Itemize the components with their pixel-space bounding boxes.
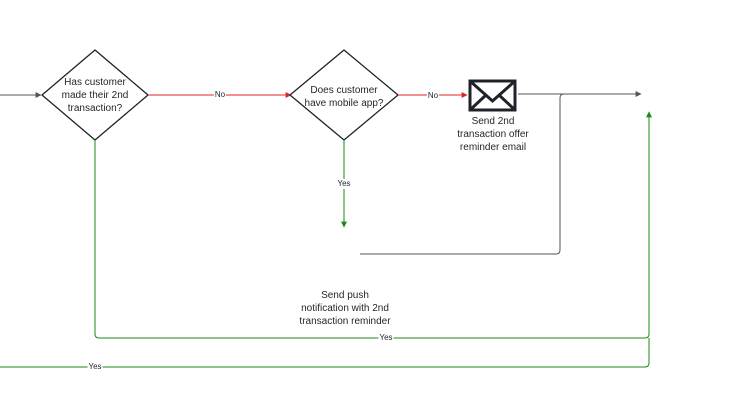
decision-second-transaction-label: Has customer made their 2nd transaction? (61, 77, 129, 114)
envelope-icon[interactable] (468, 79, 517, 112)
second-transaction-no-label: No (213, 90, 227, 100)
second-transaction-yes-connector (0, 338, 650, 368)
push-action-label: Send push notification with 2nd transact… (299, 290, 391, 327)
push-yes-connector (94, 111, 652, 339)
second-transaction-yes-label: Yes (87, 362, 103, 372)
push-merge-connector (360, 93, 565, 255)
push-yes-label: Yes (378, 333, 394, 343)
email-action-label: Send 2nd transaction offer reminder emai… (457, 116, 529, 153)
mobile-app-no-label: No (426, 91, 440, 101)
mobile-app-yes-label: Yes (336, 179, 352, 189)
decision-mobile-app-label: Does customer have mobile app? (304, 85, 384, 109)
